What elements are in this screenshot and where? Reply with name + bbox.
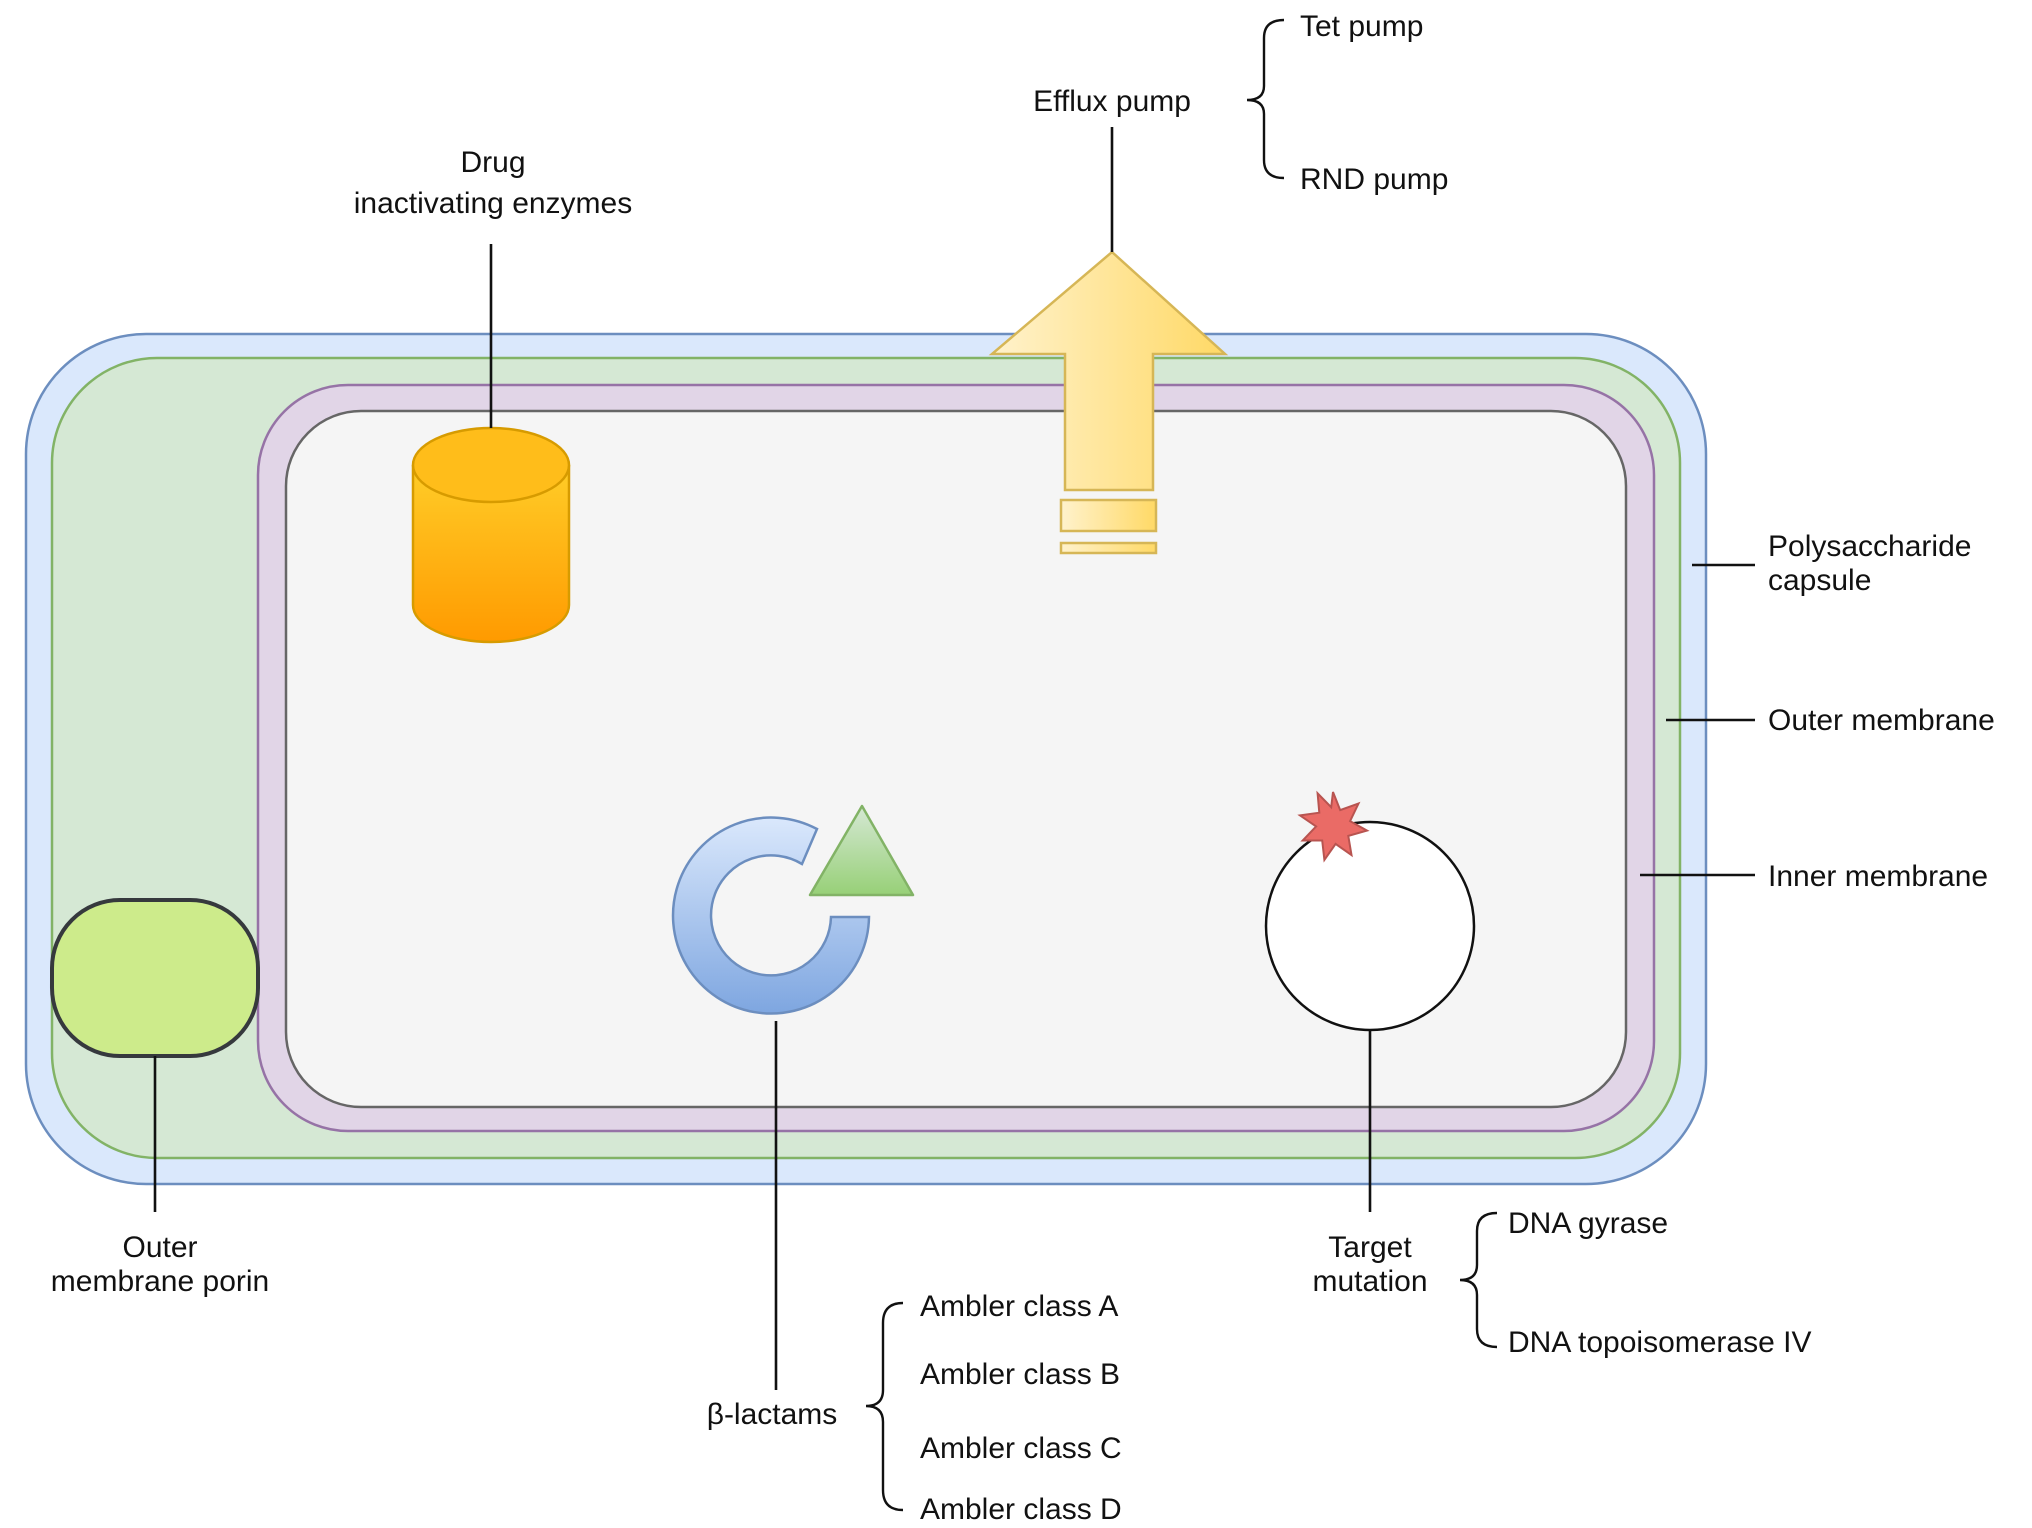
- efflux-pump-arrow-icon: [988, 250, 1229, 555]
- beta-lactam-ring-icon: [671, 804, 915, 1015]
- enzymes-label-line2: inactivating enzymes: [354, 187, 632, 220]
- ambler-class-b-label: Ambler class B: [920, 1358, 1120, 1391]
- rnd-pump-label: RND pump: [1300, 163, 1448, 196]
- mutation-star-icon: [1297, 790, 1370, 863]
- capsule-label-line2: capsule: [1768, 564, 1871, 597]
- beta-lactams-brace: [865, 1301, 904, 1512]
- dna-topoisomerase-label: DNA topoisomerase IV: [1508, 1326, 1811, 1359]
- target-brace: [1459, 1211, 1498, 1349]
- target-dna-circle-icon: [1264, 820, 1476, 1032]
- porin-icon: [50, 898, 260, 1058]
- outer-membrane-label: Outer membrane: [1768, 704, 1995, 737]
- porin-label-line2: membrane porin: [51, 1265, 269, 1298]
- inner-membrane-label: Inner membrane: [1768, 860, 1988, 893]
- enzyme-cylinder-icon: [411, 426, 571, 644]
- target-mutation-label-line1: Target: [1328, 1231, 1412, 1264]
- efflux-brace: [1246, 18, 1285, 180]
- dna-gyrase-label: DNA gyrase: [1508, 1207, 1668, 1240]
- target-mutation-label-line2: mutation: [1312, 1265, 1427, 1298]
- tet-pump-label: Tet pump: [1300, 10, 1423, 43]
- ambler-class-a-label: Ambler class A: [920, 1290, 1118, 1323]
- capsule-label-line1: Polysaccharide: [1768, 530, 1971, 563]
- ambler-class-d-label: Ambler class D: [920, 1493, 1122, 1526]
- ambler-class-c-label: Ambler class C: [920, 1432, 1122, 1465]
- beta-lactams-label: β-lactams: [707, 1398, 838, 1431]
- enzymes-label-line1: Drug: [460, 146, 525, 179]
- efflux-pump-label: Efflux pump: [1033, 85, 1191, 118]
- porin-label-line1: Outer: [122, 1231, 197, 1264]
